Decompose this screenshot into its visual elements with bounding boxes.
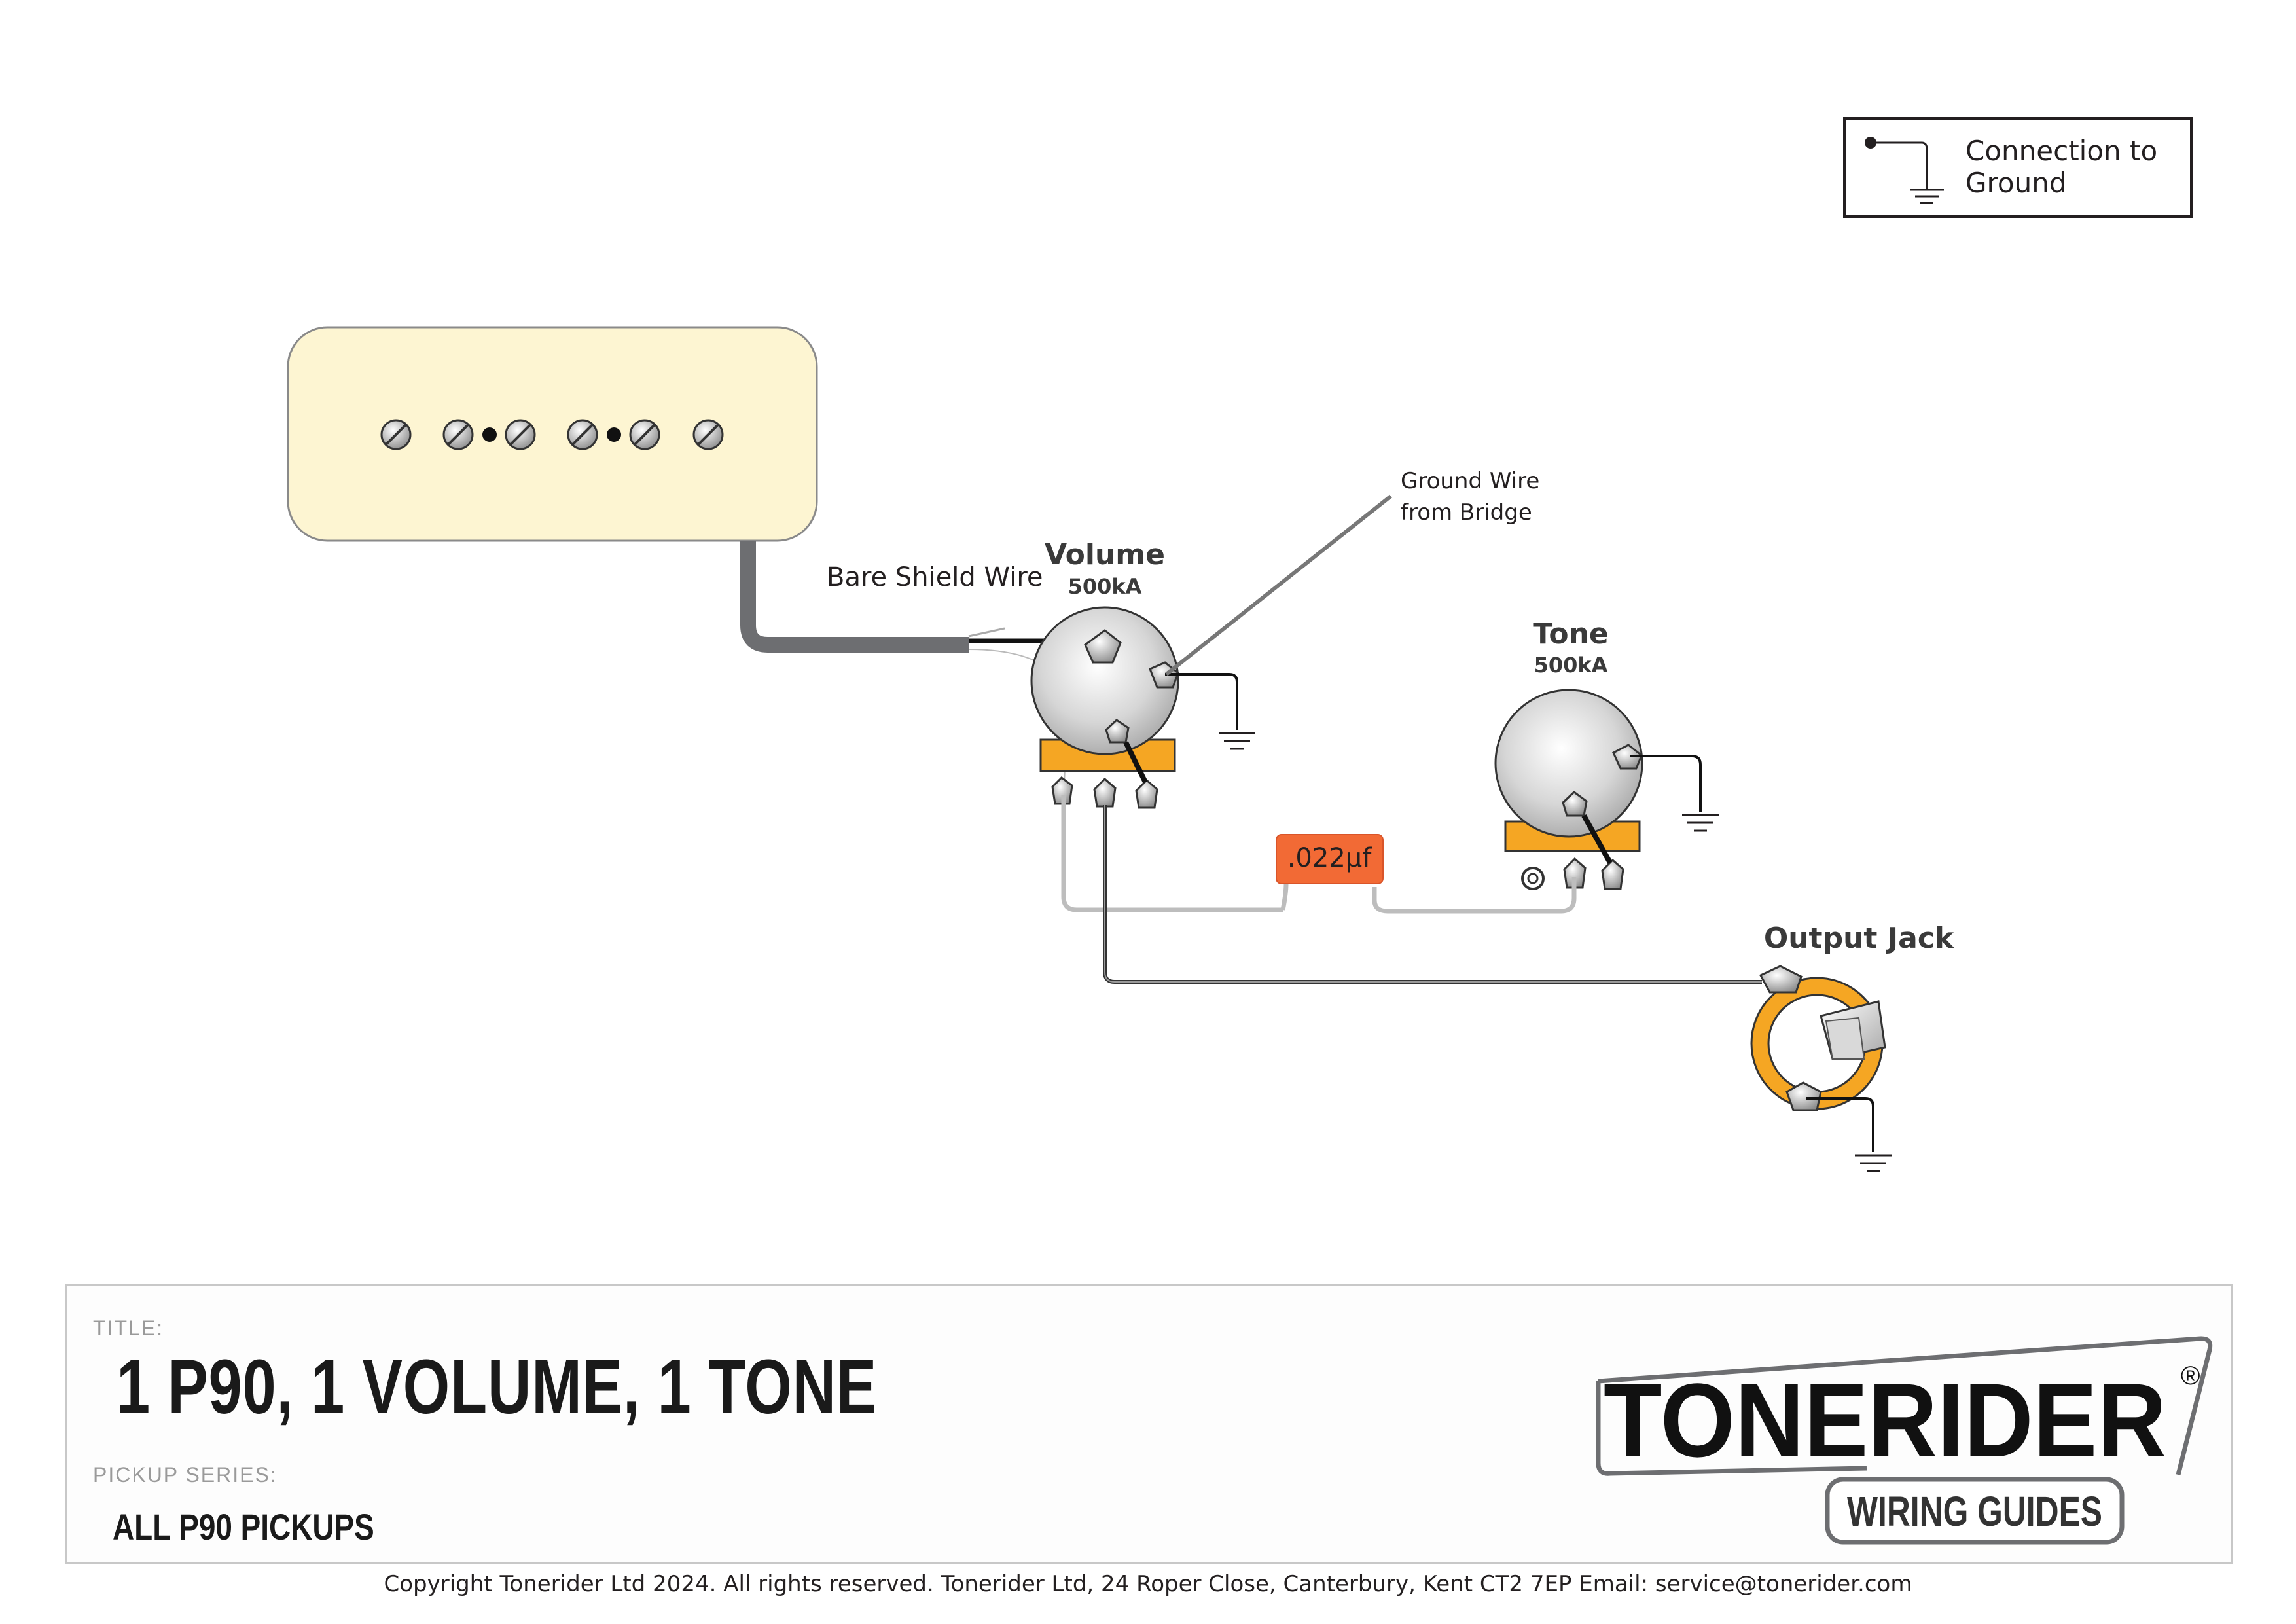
volume-terminal-icon bbox=[1093, 777, 1117, 808]
legend-box: Connection to Ground bbox=[1843, 117, 2193, 218]
p90-pickup bbox=[287, 326, 818, 542]
volume-ground-wire bbox=[1165, 673, 1238, 730]
pole-screw-icon bbox=[442, 419, 474, 450]
pickup-cable bbox=[740, 541, 969, 653]
pole-pieces bbox=[380, 419, 724, 450]
tone-pot bbox=[1494, 689, 1643, 890]
page-title: 1 P90, 1 VOLUME, 1 TONE bbox=[117, 1344, 878, 1430]
tone-center-lug-icon bbox=[1562, 791, 1588, 817]
tone-value-label: 500kA bbox=[1534, 653, 1608, 677]
jack-ground-wire bbox=[1806, 1097, 1874, 1152]
ground-wire-label-line2: from Bridge bbox=[1401, 499, 1532, 526]
jack-tip-lug-icon bbox=[1759, 965, 1803, 994]
volume-terminal-icon bbox=[1051, 776, 1073, 805]
cap-to-tone-wire bbox=[1372, 877, 1577, 914]
pole-magnet-dot bbox=[607, 427, 621, 442]
ground-symbol-icon bbox=[1682, 814, 1719, 832]
tone-terminal-icon bbox=[1601, 858, 1624, 890]
ground-symbol-icon bbox=[1855, 1154, 1892, 1172]
copyright-footer: Copyright Tonerider Ltd 2024. All rights… bbox=[384, 1571, 1912, 1597]
bare-shield-wire-label: Bare Shield Wire bbox=[827, 562, 1043, 592]
ground-symbol-icon bbox=[1219, 732, 1255, 750]
pole-magnet-dot bbox=[482, 427, 497, 442]
volume-label: Volume bbox=[1045, 538, 1165, 571]
logo-registered-mark: ® bbox=[2181, 1362, 2200, 1390]
ground-symbol-icon bbox=[1910, 189, 1944, 204]
volume-center-lug-icon bbox=[1105, 719, 1130, 744]
legend-label-line2: Ground bbox=[1965, 167, 2067, 199]
pole-screw-icon bbox=[567, 419, 598, 450]
volume-terminal-icon bbox=[1135, 778, 1158, 809]
tone-ground-lug-icon bbox=[1612, 744, 1643, 770]
capacitor-label: .022µf bbox=[1287, 843, 1372, 873]
bridge-ground-wire bbox=[1165, 494, 1392, 676]
output-jack bbox=[1750, 965, 1886, 1111]
jack-sleeve-lug-icon bbox=[1785, 1081, 1822, 1111]
capacitor: .022µf bbox=[1276, 834, 1384, 884]
volume-to-cap-wire bbox=[1061, 795, 1283, 912]
title-caption: TITLE: bbox=[93, 1316, 164, 1340]
pickup-series-value: ALL P90 PICKUPS bbox=[113, 1506, 374, 1547]
title-block: TITLE: 1 P90, 1 VOLUME, 1 TONE PICKUP SE… bbox=[65, 1284, 2233, 1564]
logo-sub-text: WIRING GUIDES bbox=[1847, 1488, 2102, 1535]
tone-ground-wire bbox=[1630, 755, 1702, 812]
bare-shield-wire bbox=[968, 627, 1005, 638]
pickup-series-caption: PICKUP SERIES: bbox=[93, 1463, 278, 1487]
pole-screw-icon bbox=[629, 419, 660, 450]
output-jack-label: Output Jack bbox=[1764, 922, 1955, 955]
pole-screw-icon bbox=[505, 419, 536, 450]
pole-screw-icon bbox=[692, 419, 724, 450]
logo-brand-text: TONERIDER bbox=[1604, 1362, 2166, 1479]
legend-label-line1: Connection to bbox=[1965, 135, 2157, 167]
tone-terminal-icon bbox=[1563, 857, 1587, 889]
ground-wire-label-line1: Ground Wire bbox=[1401, 468, 1539, 494]
volume-value-label: 500kA bbox=[1068, 574, 1142, 599]
pole-screw-icon bbox=[380, 419, 412, 450]
tonerider-logo: TONERIDER ® WIRING GUIDES bbox=[1596, 1336, 2213, 1545]
volume-pot bbox=[1030, 606, 1179, 809]
volume-lug-icon bbox=[1084, 629, 1122, 664]
output-hot-wire bbox=[1103, 805, 1762, 984]
tone-terminal-icon bbox=[1521, 867, 1545, 890]
tone-label: Tone bbox=[1533, 617, 1609, 651]
